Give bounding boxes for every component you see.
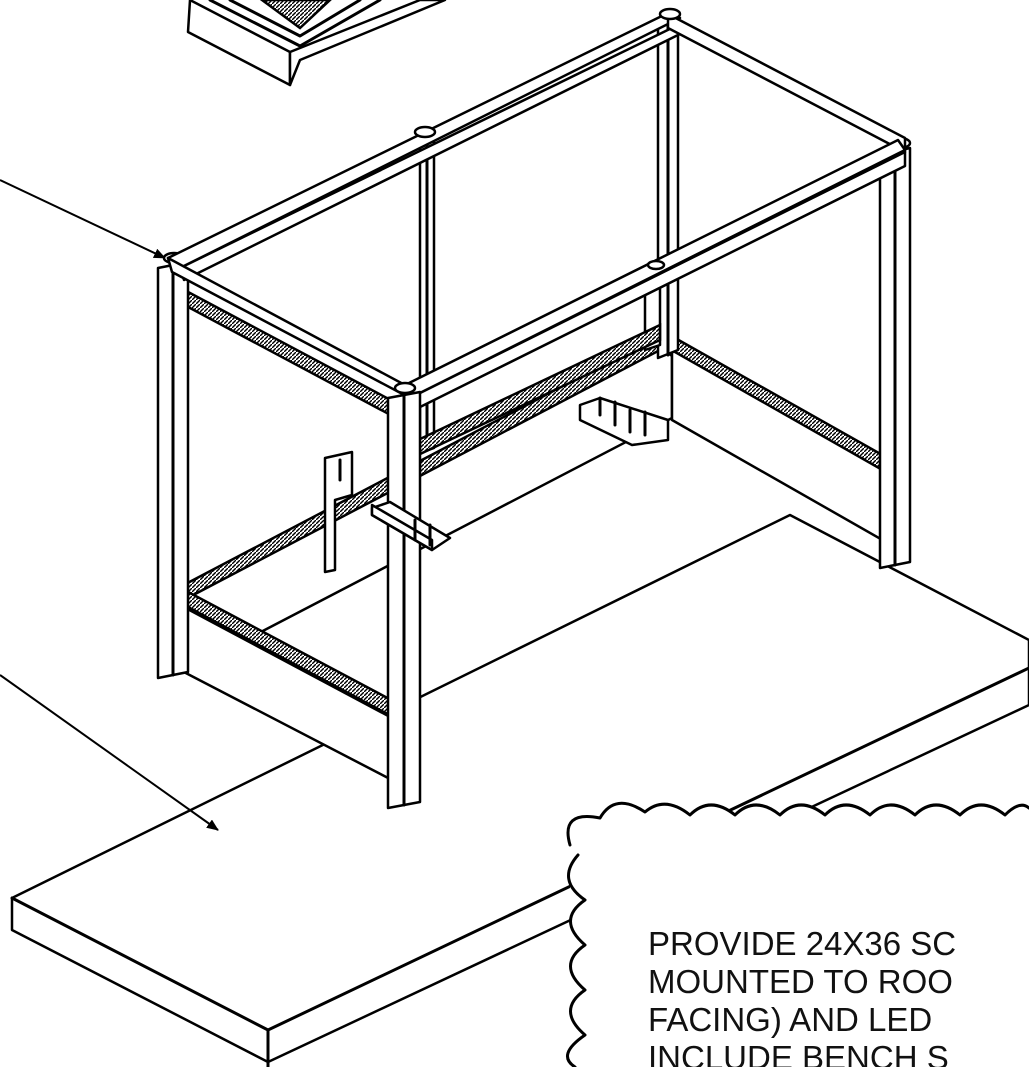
top-panel	[186, 0, 447, 87]
note-line-1: PROVIDE 24X36 SC	[648, 925, 956, 962]
bracket-right	[578, 396, 670, 447]
note-line-3: FACING) AND LED	[648, 1001, 932, 1038]
cap-front-right	[393, 381, 417, 395]
note-line-2: MOUNTED TO ROO	[648, 963, 953, 1000]
bracket-left	[323, 450, 354, 574]
leader-arrow-frame	[0, 179, 166, 259]
note-line-4: INCLUDE BENCH S	[648, 1039, 949, 1067]
revision-cloud-note: PROVIDE 24X36 SC MOUNTED TO ROO FACING) …	[566, 801, 1029, 1067]
top-rail-left	[166, 256, 412, 400]
cap-back-middle	[413, 125, 437, 139]
leader-lines	[0, 179, 219, 831]
cap-back-right	[658, 7, 682, 21]
floor-slab	[10, 513, 1029, 1067]
bracket-middle	[370, 500, 452, 552]
leader-arrow-floor	[0, 674, 219, 831]
cap-middle	[646, 259, 666, 271]
left-mid-rail	[173, 282, 402, 423]
top-rail-right	[666, 12, 907, 154]
bench-frame	[156, 7, 912, 810]
